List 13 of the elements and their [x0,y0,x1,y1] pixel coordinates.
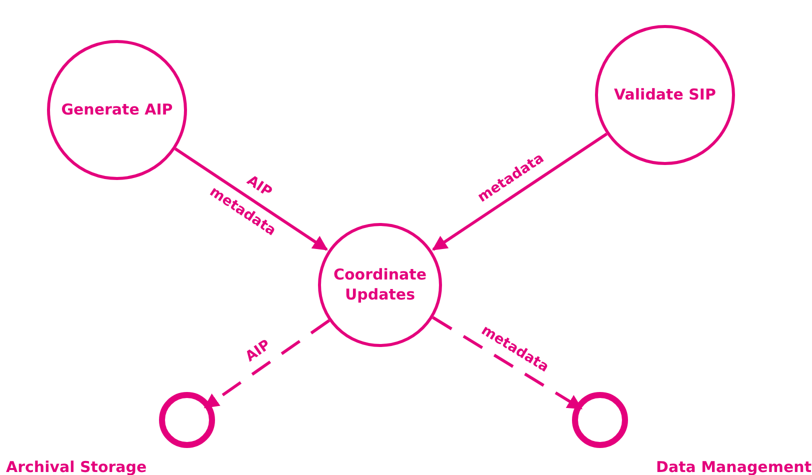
arrow [174,148,328,251]
arrow [432,316,583,410]
node-label: Generate AIP [60,100,174,120]
process-circle [318,223,442,347]
arrow [204,319,330,409]
node-label: Validate SIP [613,85,717,105]
node-label: Archival Storage [6,458,148,475]
node-label: Data Management [656,458,812,475]
process-circle [595,25,735,165]
edge-label: AIP [242,336,274,366]
process-circle [47,40,187,180]
arrow [432,132,608,251]
node-label: Coordinate Updates [332,266,428,304]
